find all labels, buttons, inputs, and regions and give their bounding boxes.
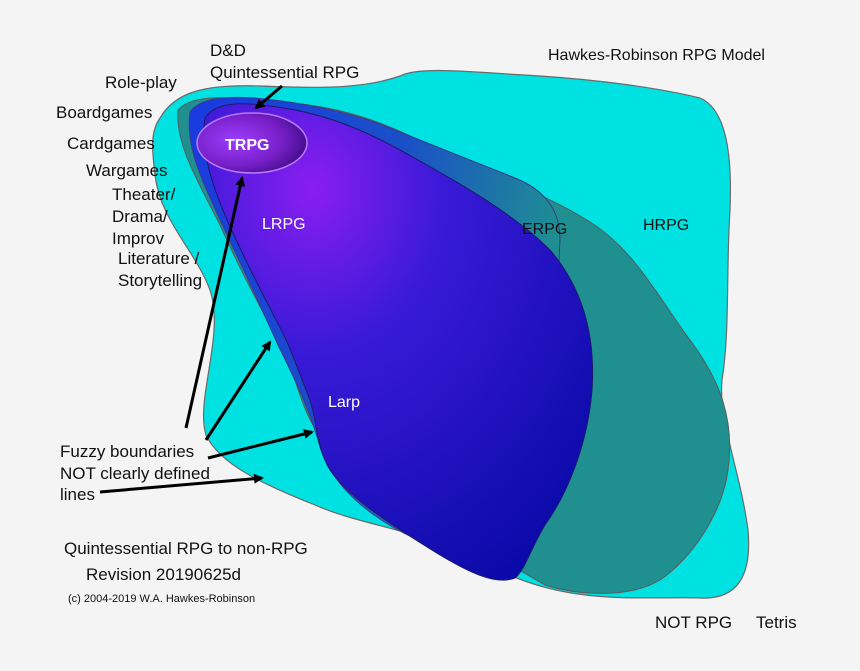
fuzzy-arrow-to-lrpg-edge [204, 340, 272, 441]
erpg-label: ERPG [522, 221, 567, 238]
fuzzy-arrow-to-trpg [184, 176, 246, 429]
fuzzy-note-line3: lines [60, 485, 95, 504]
side-label-boardgames: Boardgames [56, 103, 152, 122]
fuzzy-note-line2: NOT clearly defined [60, 464, 210, 483]
fuzzy-arrow-to-larp-edge [207, 429, 314, 460]
side-label-role-play: Role-play [105, 73, 177, 92]
top-note-arrow [254, 84, 283, 110]
tetris-label: Tetris [756, 613, 797, 632]
lrpg-label: LRPG [262, 216, 306, 233]
side-label-cardgames: Cardgames [67, 134, 155, 153]
fuzzy-note-line1: Fuzzy boundaries [60, 442, 194, 461]
trpg-core [196, 112, 308, 174]
not-rpg-label: NOT RPG [655, 613, 732, 632]
larp-label: Larp [328, 394, 360, 411]
footer-line2: Revision 20190625d [86, 565, 241, 584]
top-note-line2: Quintessential RPG [210, 63, 359, 82]
hrpg-label: HRPG [643, 217, 689, 234]
side-label-theater: Theater/ [112, 185, 176, 204]
larp-region [203, 103, 594, 581]
top-note-line1: D&D [210, 41, 246, 60]
fuzzy-arrow-to-hrpg-edge [99, 473, 264, 494]
side-label-wargames: Wargames [86, 161, 168, 180]
side-label-drama: Drama/ [112, 207, 168, 226]
side-label-storytelling: Storytelling [118, 271, 202, 290]
side-label-improv: Improv [112, 229, 164, 248]
side-label-literature: Literature / [118, 249, 200, 268]
trpg-label: TRPG [225, 137, 269, 154]
footer-line1: Quintessential RPG to non-RPG [64, 539, 308, 558]
footer-copyright: (c) 2004-2019 W.A. Hawkes-Robinson [68, 593, 255, 605]
diagram-title: Hawkes-Robinson RPG Model [548, 47, 765, 64]
